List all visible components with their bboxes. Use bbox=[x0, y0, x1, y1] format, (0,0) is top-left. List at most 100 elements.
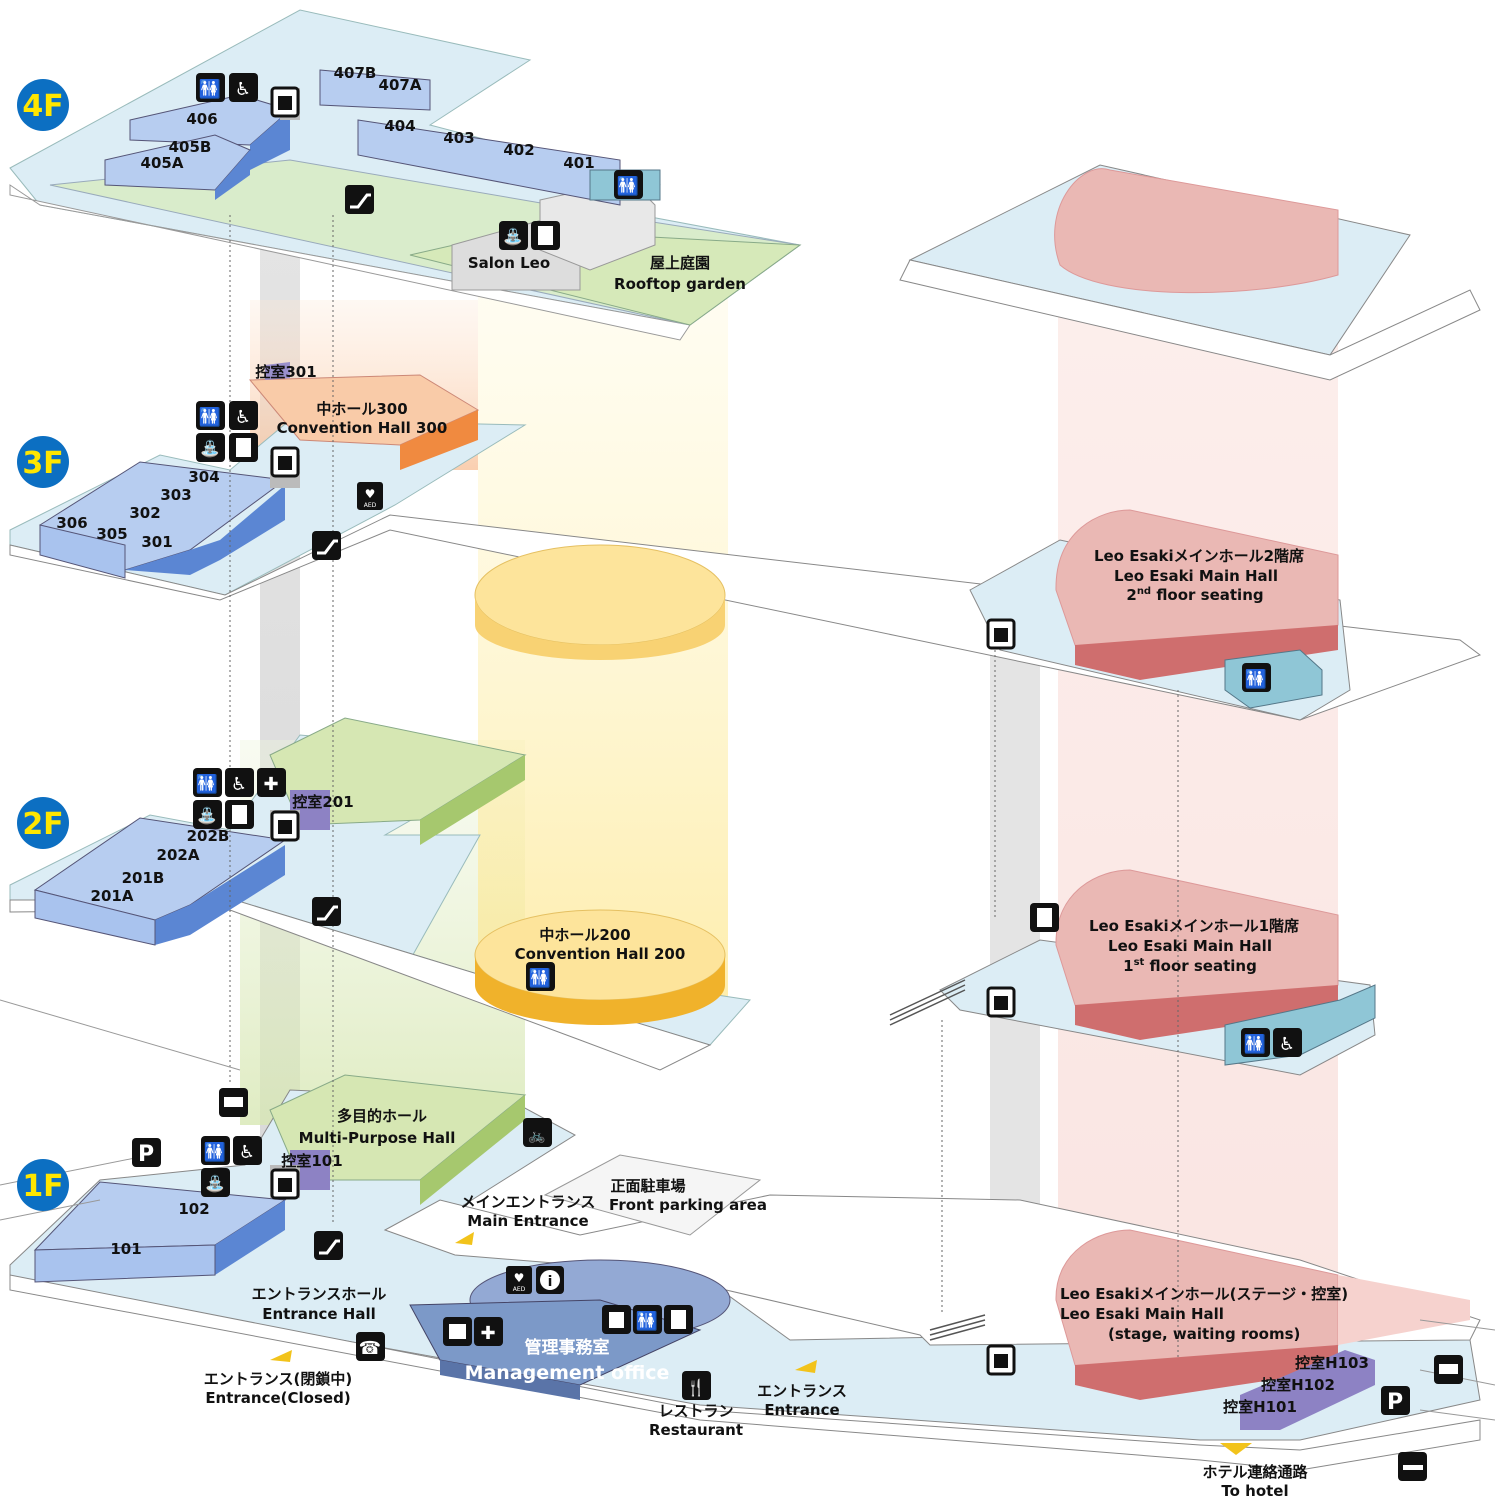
restaurant-ja: レストラン bbox=[658, 1402, 733, 1420]
accessible-icon[interactable]: ♿ bbox=[229, 401, 258, 430]
room-102: 102 bbox=[178, 1200, 209, 1218]
elevator-icon[interactable] bbox=[986, 1344, 1016, 1376]
first-aid-bed-icon[interactable]: ✚ bbox=[474, 1317, 503, 1346]
room-202a: 202A bbox=[157, 846, 200, 864]
restroom-icon[interactable]: 🚻 bbox=[1241, 1028, 1270, 1057]
elevator-icon[interactable] bbox=[270, 810, 300, 842]
vending-machine-icon[interactable] bbox=[531, 221, 560, 250]
labels-1f: 多目的ホール Multi-Purpose Hall 控室101 102 101 … bbox=[110, 1107, 1369, 1499]
svg-text:🚻: 🚻 bbox=[636, 1310, 658, 1332]
entrance-closed-en: Entrance(Closed) bbox=[205, 1389, 350, 1407]
restroom-icon[interactable]: 🚻 bbox=[1242, 663, 1271, 692]
svg-text:🚻: 🚻 bbox=[196, 773, 218, 795]
escalator-icon[interactable] bbox=[345, 185, 374, 214]
accessible-icon[interactable]: ♿ bbox=[1273, 1028, 1302, 1057]
icons[interactable]: 🚻 ♿ 🚻 ⛲ 🚻 ♿ ⛲ ♥AED 🚻 🚻 ♿ ✚ ⛲ 🚻 🚻 ♿ P 🚻 ♿ bbox=[132, 73, 1463, 1481]
room-404: 404 bbox=[384, 117, 415, 135]
elevator-icon[interactable] bbox=[270, 446, 300, 478]
labels-3f: 控室301 中ホール300 Convention Hall 300 304 30… bbox=[56, 363, 447, 551]
room-407a: 407A bbox=[379, 76, 422, 94]
escalator-icon[interactable] bbox=[314, 1231, 343, 1260]
labels-4f: 407B 407A 406 405B 405A 404 403 402 401 … bbox=[141, 64, 746, 293]
accessible-icon[interactable]: ♿ bbox=[233, 1136, 262, 1165]
waiting-room-301: 控室301 bbox=[255, 363, 316, 381]
truck-icon[interactable] bbox=[219, 1088, 248, 1117]
vending-machine-icon[interactable] bbox=[229, 433, 258, 462]
floor-badge-2f[interactable]: 2F bbox=[17, 797, 69, 849]
drinking-fountain-icon[interactable]: ⛲ bbox=[201, 1168, 230, 1197]
floor-badge-1f[interactable]: 1F bbox=[17, 1159, 69, 1211]
restaurant-en: Restaurant bbox=[649, 1421, 743, 1439]
room-201b: 201B bbox=[122, 869, 165, 887]
floor-3f bbox=[9, 362, 1482, 721]
parking-icon[interactable]: P bbox=[1381, 1386, 1410, 1415]
room-303: 303 bbox=[160, 486, 191, 504]
svg-text:⛲: ⛲ bbox=[205, 1174, 225, 1193]
vending-machine-icon[interactable] bbox=[1030, 903, 1059, 932]
escalator-icon[interactable] bbox=[312, 897, 341, 926]
room-301: 301 bbox=[141, 533, 172, 551]
document-icon[interactable] bbox=[443, 1317, 472, 1346]
svg-text:🚻: 🚻 bbox=[1245, 668, 1267, 690]
parking-icon[interactable]: P bbox=[132, 1138, 161, 1167]
smoking-area-icon[interactable] bbox=[1398, 1452, 1427, 1481]
locker-icon[interactable] bbox=[602, 1305, 631, 1334]
aed-icon[interactable]: ♥AED bbox=[357, 482, 383, 510]
waiting-room-201: 控室201 bbox=[292, 793, 353, 811]
svg-text:⛲: ⛲ bbox=[503, 227, 523, 246]
restroom-icon[interactable]: 🚻 bbox=[193, 768, 222, 797]
restroom-icon[interactable]: 🚻 bbox=[614, 170, 643, 199]
escalator-icon[interactable] bbox=[312, 531, 341, 560]
vending-machine-icon[interactable] bbox=[664, 1305, 693, 1334]
aed-icon[interactable]: ♥AED bbox=[506, 1266, 532, 1294]
info-icon[interactable]: i bbox=[536, 1266, 564, 1294]
accessible-icon[interactable]: ♿ bbox=[229, 73, 258, 102]
drinking-fountain-icon[interactable]: ⛲ bbox=[499, 221, 528, 250]
rooftop-garden-ja: 屋上庭園 bbox=[650, 254, 710, 272]
svg-text:3F: 3F bbox=[22, 446, 63, 481]
bicycle-parking-icon[interactable]: 🚲 bbox=[523, 1118, 552, 1147]
svg-text:♿: ♿ bbox=[235, 79, 251, 100]
restaurant-icon[interactable]: 🍴 bbox=[682, 1371, 711, 1400]
restroom-icon[interactable]: 🚻 bbox=[526, 962, 555, 991]
restroom-icon[interactable]: 🚻 bbox=[196, 401, 225, 430]
room-405b: 405B bbox=[169, 138, 212, 156]
elevator-icon[interactable] bbox=[270, 86, 300, 118]
svg-text:1F: 1F bbox=[22, 1169, 63, 1204]
elevator-icon[interactable] bbox=[986, 986, 1016, 1018]
room-402: 402 bbox=[503, 141, 534, 159]
restroom-icon[interactable]: 🚻 bbox=[633, 1305, 662, 1334]
entrance-arrow bbox=[795, 1360, 817, 1373]
svg-text:♿: ♿ bbox=[235, 407, 251, 428]
main-hall-1f-seating: 1st floor seating bbox=[1123, 957, 1257, 975]
floor-badge-3f[interactable]: 3F bbox=[17, 436, 69, 488]
to-hotel-ja: ホテル連絡通路 bbox=[1202, 1463, 1308, 1481]
drinking-fountain-icon[interactable]: ⛲ bbox=[193, 800, 222, 829]
office-en: Management office bbox=[465, 1362, 670, 1384]
accessible-icon[interactable]: ♿ bbox=[225, 768, 254, 797]
room-306: 306 bbox=[56, 514, 87, 532]
truck-icon[interactable] bbox=[1434, 1355, 1463, 1384]
first-aid-icon[interactable]: ✚ bbox=[257, 768, 286, 797]
main-hall-2f-seating: 2nd floor seating bbox=[1126, 586, 1263, 604]
front-parking-en: Front parking area bbox=[609, 1196, 767, 1214]
room-401: 401 bbox=[563, 154, 594, 172]
svg-text:AED: AED bbox=[513, 1286, 526, 1293]
svg-text:🚻: 🚻 bbox=[617, 175, 639, 197]
entrance-markers bbox=[270, 1232, 1252, 1455]
svg-text:♿: ♿ bbox=[231, 774, 247, 795]
phone-icon[interactable]: ☎ bbox=[356, 1332, 385, 1361]
restroom-icon[interactable]: 🚻 bbox=[201, 1136, 230, 1165]
floor-badge-4f[interactable]: 4F bbox=[17, 79, 69, 131]
svg-text:🚻: 🚻 bbox=[199, 406, 221, 428]
elevator-icon[interactable] bbox=[270, 1168, 300, 1200]
elevator-icon[interactable] bbox=[986, 618, 1016, 650]
salon-leo: Salon Leo bbox=[468, 254, 550, 272]
vending-machine-icon[interactable] bbox=[225, 800, 254, 829]
svg-text:4F: 4F bbox=[22, 89, 63, 124]
restroom-icon[interactable]: 🚻 bbox=[196, 73, 225, 102]
entrance-hall-en: Entrance Hall bbox=[262, 1305, 376, 1323]
drinking-fountain-icon[interactable]: ⛲ bbox=[196, 433, 225, 462]
room-101: 101 bbox=[110, 1240, 141, 1258]
svg-text:P: P bbox=[138, 1142, 154, 1167]
